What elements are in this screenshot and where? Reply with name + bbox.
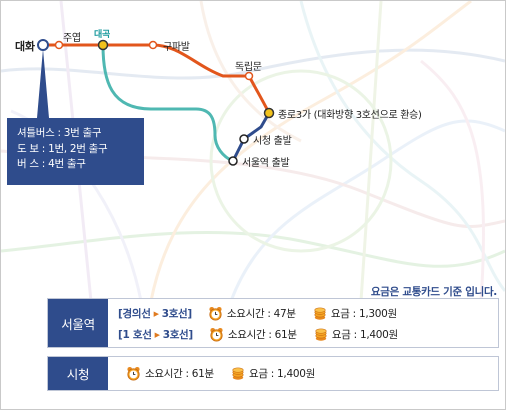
gyeongui-route: [101, 44, 234, 163]
station-cityhall-marker: [239, 134, 249, 144]
route-to: 3호선]: [161, 308, 193, 320]
route-from: [1 호선: [118, 329, 152, 341]
station-jongno3ga-marker: [263, 107, 275, 119]
seoul-station-panel-title: 서울역: [48, 299, 108, 347]
exit-info-box: 셔틀버스 : 3번 출구 도 보 : 1번, 2번 출구 버 스 : 4번 출구: [7, 118, 144, 185]
alarm-clock-icon: [210, 327, 223, 342]
fare: 요금 : 1,400원: [331, 329, 398, 341]
route-row: [경의선 ▶ 3호선] 소요시간 : 47분 요금 : 1,300원: [118, 306, 397, 321]
station-daegok-marker: [97, 39, 109, 51]
bus-exit-info: 버 스 : 4번 출구: [17, 158, 86, 170]
station-daehwa-marker: [37, 39, 49, 51]
travel-time: 소요시간 : 47분: [226, 308, 296, 320]
fare: 요금 : 1,400원: [249, 368, 315, 380]
coin-stack-icon: [315, 328, 327, 341]
station-jongno3ga-label: 종로3가 (대화방향 3호선으로 환승): [278, 110, 422, 121]
transfer-arrow-icon: ▶: [154, 330, 160, 339]
cityhall-panel-title: 시청: [48, 357, 108, 390]
station-cityhall-label: 시청 출발: [253, 136, 292, 147]
alarm-clock-icon: [209, 306, 222, 321]
coin-stack-icon: [232, 367, 244, 380]
travel-time: 소요시간 : 61분: [145, 368, 214, 380]
station-daegok-label: 대곡: [94, 30, 110, 40]
station-seoul-label: 서울역 출발: [242, 158, 290, 169]
station-jueop-marker: [54, 40, 64, 50]
fare-note: 요금은 교통카드 기준 입니다.: [370, 286, 497, 298]
station-seoul-marker: [228, 156, 238, 166]
transfer-arrow-icon: ▶: [153, 309, 159, 318]
station-dongnimmun-label: 독립문: [235, 62, 262, 73]
coin-stack-icon: [314, 307, 326, 320]
alarm-clock-icon: [127, 366, 140, 381]
shuttle-exit-info: 셔틀버스 : 3번 출구: [17, 127, 102, 139]
line3-route: [43, 43, 271, 114]
travel-time: 소요시간 : 61분: [227, 329, 297, 341]
callout-pointer: [37, 49, 49, 118]
route-to: 3호선]: [162, 329, 194, 341]
walk-exit-info: 도 보 : 1번, 2번 출구: [17, 142, 108, 155]
seoul-station-panel: 서울역 [경의선 ▶ 3호선] 소요시간 : 47분 요금 : 1,300원 […: [47, 298, 499, 348]
station-gupabal-label: 구파발: [163, 42, 190, 53]
station-jueop-label: 주엽: [63, 33, 81, 44]
route-row: 소요시간 : 61분 요금 : 1,400원: [110, 366, 315, 381]
station-gupabal-marker: [148, 40, 158, 50]
station-dongnimmun-marker: [244, 71, 254, 81]
line1-route: [231, 112, 271, 162]
route-from: [경의선: [118, 308, 151, 320]
cityhall-panel: 시청 소요시간 : 61분 요금 : 1,400원: [47, 356, 499, 391]
route-row: [1 호선 ▶ 3호선] 소요시간 : 61분 요금 : 1,400원: [118, 327, 398, 342]
station-daehwa-label: 대화: [15, 40, 35, 53]
fare: 요금 : 1,300원: [330, 308, 397, 320]
